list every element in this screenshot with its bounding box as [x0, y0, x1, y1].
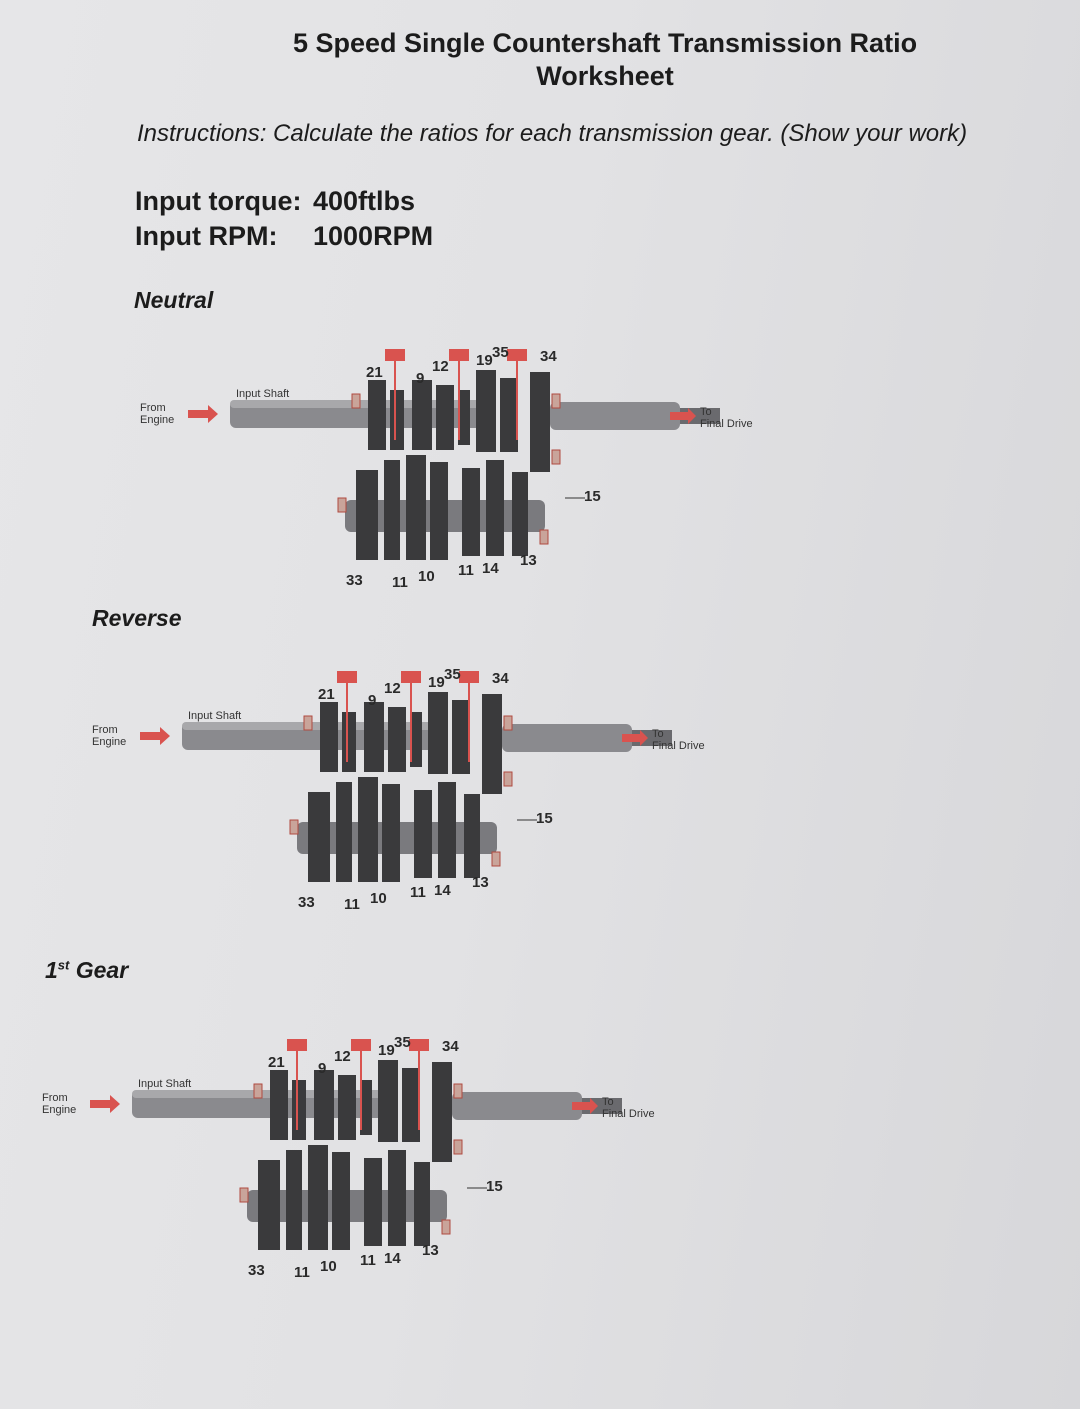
gearbox-svg	[188, 349, 720, 560]
main-gears	[270, 1060, 452, 1162]
bearings	[337, 393, 561, 545]
gear-number: 14	[384, 1250, 401, 1267]
main-gears	[320, 692, 502, 794]
gear-number: 13	[472, 874, 489, 891]
input-shaft-label: Input Shaft	[188, 710, 242, 722]
gear-number: 10	[320, 1258, 337, 1275]
gear-number: 9	[318, 1060, 327, 1077]
input-shaft-label: Input Shaft	[236, 388, 290, 400]
gear-number: 13	[520, 552, 537, 569]
gear-number: 33	[346, 572, 363, 589]
gear-number: 10	[418, 568, 435, 585]
output-shaft	[452, 1092, 582, 1120]
section-reverse: Reverse	[92, 605, 182, 631]
gear-number: 34	[442, 1038, 459, 1055]
worksheet-title: 5 Speed Single Countershaft Transmission…	[200, 27, 1010, 93]
main-gears	[368, 370, 550, 472]
section-neutral: Neutral	[134, 287, 214, 313]
gear-number: 35	[444, 666, 461, 683]
gear-number: 12	[432, 358, 449, 375]
gear-number: 11	[458, 562, 474, 579]
gear-number: 11	[344, 896, 360, 913]
gear-number: 14	[434, 882, 451, 899]
gear-number: 33	[298, 894, 315, 911]
gearbox-svg	[90, 1039, 622, 1250]
gear-number: 19	[428, 674, 445, 691]
gear-number: 21	[366, 364, 383, 381]
title-line-1: 5 Speed Single Countershaft Transmission…	[292, 28, 918, 58]
gear-number: 15	[584, 488, 601, 505]
output-arrow-icon	[622, 730, 648, 746]
gear-number: 10	[370, 890, 387, 907]
input-torque-row: Input torque: 400ftlbs	[135, 186, 415, 217]
input-torque-label: Input torque:	[135, 186, 302, 216]
counter-gears	[308, 777, 480, 882]
output-shaft	[502, 724, 632, 752]
gear-number: 14	[482, 560, 499, 577]
gear-number: 15	[536, 810, 553, 827]
gear-number: 9	[368, 692, 377, 709]
gear-number: 9	[416, 370, 425, 387]
gear-number: 13	[422, 1242, 439, 1259]
input-shaft-label: Input Shaft	[138, 1078, 192, 1090]
gear-number: 11	[410, 884, 426, 901]
gear-number: 34	[540, 348, 557, 365]
gear-number: 12	[384, 680, 401, 697]
section-first-gear: 1st Gear	[45, 957, 129, 983]
gear-number: 19	[476, 352, 493, 369]
gear-number: 11	[360, 1252, 376, 1269]
input-rpm-label: Input RPM:	[135, 221, 278, 251]
bearings	[239, 1083, 463, 1235]
output-arrow-icon	[572, 1098, 598, 1114]
input-arrow-icon	[140, 727, 170, 745]
gear-number: 11	[392, 574, 408, 591]
gear-number: 35	[492, 344, 509, 361]
output-arrow-icon	[670, 408, 696, 424]
instructions-text: Instructions: Calculate the ratios for e…	[137, 120, 968, 147]
gear-number: 21	[318, 686, 335, 703]
shift-forks	[337, 671, 479, 762]
input-arrow-icon	[188, 405, 218, 423]
gear-number: 35	[394, 1034, 411, 1051]
gear-number: 19	[378, 1042, 395, 1059]
shift-forks	[287, 1039, 429, 1130]
bearings	[289, 715, 513, 867]
gear-number: 12	[334, 1048, 351, 1065]
title-line-2: Worksheet	[536, 61, 674, 91]
input-arrow-icon	[90, 1095, 120, 1113]
gear-number: 33	[248, 1262, 265, 1279]
gear-number: 34	[492, 670, 509, 687]
output-shaft	[550, 402, 680, 430]
input-torque-value: 400ftlbs	[313, 186, 416, 216]
gearbox-svg	[140, 671, 672, 882]
gear-number: 11	[294, 1264, 310, 1281]
gear-number: 21	[268, 1054, 285, 1071]
gear-number: 15	[486, 1178, 503, 1195]
input-rpm-row: Input RPM: 1000RPM	[135, 221, 433, 252]
counter-gears	[356, 455, 528, 560]
shift-forks	[385, 349, 527, 440]
input-rpm-value: 1000RPM	[313, 221, 434, 251]
counter-gears	[258, 1145, 430, 1250]
